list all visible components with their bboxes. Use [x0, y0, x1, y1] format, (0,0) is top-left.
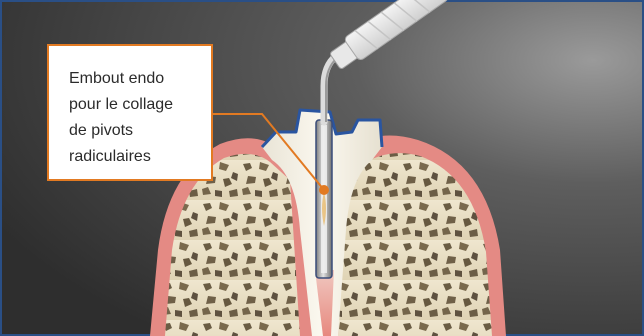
callout-label-box: Embout endo pour le collage de pivots ra… — [47, 44, 213, 181]
callout-line-2: pour le collage — [69, 92, 199, 118]
callout-line-3: de pivots — [69, 118, 199, 144]
callout-line-4: radiculaires — [69, 144, 199, 170]
callout-target-dot — [319, 185, 329, 195]
callout-line-1: Embout endo — [69, 66, 199, 92]
